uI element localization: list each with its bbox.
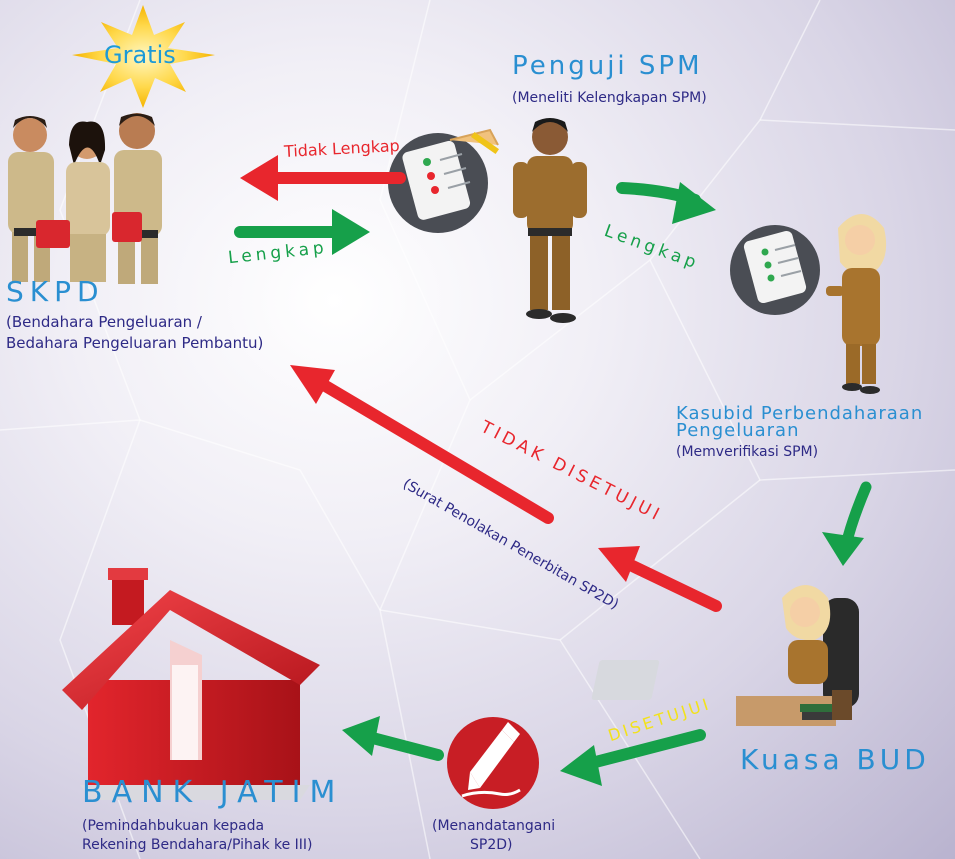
- arrow-tidak-disetujui-short: [598, 546, 722, 612]
- kuasa-bud-title: Kuasa BUD: [740, 743, 930, 776]
- kasubid-officer-illustration: [826, 214, 887, 394]
- skpd-title: SKPD: [6, 275, 105, 308]
- clipboard-verify-icon: [730, 225, 820, 315]
- kasubid-title-line2: Pengeluaran: [676, 420, 800, 441]
- kuasa-bud-illustration: [591, 585, 859, 726]
- sign-subtitle-line2: SP2D): [470, 837, 513, 853]
- kasubid-subtitle: (Memverifikasi SPM): [676, 444, 819, 460]
- kasubid-title-line1: Kasubid Perbendaharaan: [676, 403, 924, 424]
- bank-house-illustration: [62, 568, 320, 800]
- arrow-to-bank: [342, 716, 444, 761]
- starburst-shape: [72, 5, 215, 108]
- arrow-lengkap-left: [234, 209, 370, 255]
- clipboard-check-icon: [388, 128, 500, 233]
- gratis-label: Gratis: [104, 41, 176, 69]
- gratis-badge: [72, 5, 215, 108]
- skpd-officers-illustration: [8, 113, 162, 284]
- bank-subtitle-line2: Rekening Bendahara/Pihak ke III): [82, 837, 313, 853]
- arrow-kasubid-to-kuasa: [822, 481, 872, 566]
- bank-subtitle-line1: (Pemindahbukuan kepada: [82, 818, 265, 834]
- arrow-disetujui: [560, 729, 706, 786]
- bank-title: BANK JATIM: [82, 775, 345, 810]
- penguji-subtitle: (Meneliti Kelengkapan SPM): [512, 90, 707, 106]
- red-folder-right: [112, 212, 142, 242]
- skpd-subtitle-line1: (Bendahara Pengeluaran /: [6, 313, 202, 331]
- arrow-tidak-lengkap: [240, 155, 406, 201]
- pen-sign-icon: [447, 717, 539, 809]
- sign-subtitle-line1: (Menandatangani: [432, 818, 556, 834]
- skpd-subtitle-line2: Bedahara Pengeluaran Pembantu): [6, 334, 264, 352]
- arrow-lengkap-right: [616, 182, 716, 224]
- arrow-tidak-disetujui-long: [290, 365, 554, 524]
- penguji-title: Penguji SPM: [512, 51, 703, 81]
- penguji-officer-illustration: [513, 118, 587, 323]
- red-folder-left: [36, 220, 70, 248]
